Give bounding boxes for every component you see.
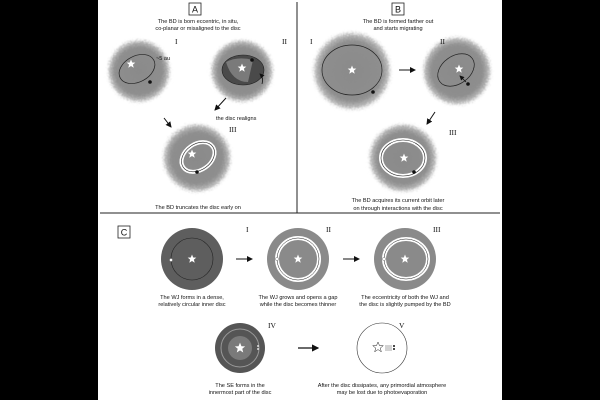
disc-cloud bbox=[106, 38, 172, 104]
disc-cloud bbox=[161, 122, 233, 194]
panel-a-caption-top-1: The BD is born eccentric, in situ, bbox=[158, 19, 239, 25]
panel-c-label-box bbox=[117, 225, 131, 239]
panel-b-stage-3: III bbox=[367, 122, 457, 194]
diagram-svg: A The BD is born eccentric, in situ, co-… bbox=[100, 2, 500, 396]
stage-numeral: II bbox=[282, 37, 287, 46]
c1-caption-a: The WJ forms in a dense, bbox=[160, 295, 224, 301]
panel-a: A The BD is born eccentric, in situ, co-… bbox=[106, 2, 287, 211]
brown-dwarf bbox=[195, 170, 199, 174]
panel-b-caption-top-1: The BD is formed farther out bbox=[363, 19, 434, 25]
panel-b: B The BD is formed farther out and start… bbox=[310, 2, 493, 212]
stage-numeral: I bbox=[310, 37, 313, 46]
brown-dwarf bbox=[412, 170, 416, 174]
panel-a-caption-bottom: The BD truncates the disc early on bbox=[155, 205, 241, 211]
c5-caption-b: may be lost due to photoevaporation bbox=[337, 390, 428, 396]
super-earth bbox=[393, 348, 395, 350]
panel-b-caption-bottom-2: on through interactions with the disc bbox=[353, 206, 442, 212]
brown-dwarf bbox=[148, 80, 152, 84]
stage-numeral: II bbox=[440, 37, 445, 46]
panel-a-label-box bbox=[188, 2, 202, 16]
panel-a-stage-2: II bbox=[209, 37, 287, 104]
panel-c-stage-3: III bbox=[374, 225, 441, 290]
migration-arrow bbox=[459, 75, 467, 83]
dissipated-disc bbox=[356, 322, 408, 374]
realign-label: the disc realigns bbox=[216, 116, 257, 122]
inclined-disc-section bbox=[226, 58, 253, 82]
bd-orbit bbox=[437, 53, 475, 87]
stage-numeral: III bbox=[449, 128, 457, 137]
stage-numeral: V bbox=[399, 321, 405, 330]
brown-dwarf bbox=[250, 58, 254, 62]
warm-jupiter bbox=[382, 257, 386, 261]
panel-c-label: C bbox=[121, 228, 128, 238]
panel-c-stage-2: II bbox=[267, 225, 331, 290]
stage-numeral: I bbox=[246, 225, 249, 234]
c4-caption-a: The SE forms in the bbox=[215, 383, 264, 389]
super-earth bbox=[257, 348, 259, 350]
star-outline-icon bbox=[371, 341, 385, 353]
panel-a-stage-3: III bbox=[161, 122, 237, 194]
super-earth bbox=[393, 345, 395, 347]
figure-panel: A The BD is born eccentric, in situ, co-… bbox=[98, 0, 502, 400]
warm-jupiter bbox=[169, 258, 173, 262]
panel-c-stage-5: V bbox=[356, 321, 408, 374]
panel-a-caption-top-2: co-planar or misaligned to the disc bbox=[155, 26, 240, 32]
super-earth bbox=[257, 345, 259, 347]
brown-dwarf bbox=[371, 90, 375, 94]
panel-c: C I II III The WJ for bbox=[117, 225, 451, 396]
c3-caption-b: the disc is slightly pumped by the BD bbox=[359, 302, 450, 308]
stage-numeral: III bbox=[229, 125, 237, 134]
stage-numeral: IV bbox=[268, 321, 276, 330]
c4-caption-b: innermost part of the disc bbox=[209, 390, 272, 396]
au-label: ~5 au bbox=[156, 56, 170, 62]
panel-c-stage-1: I bbox=[161, 225, 249, 290]
arrow-to-stage-3 bbox=[163, 117, 172, 128]
c3-caption-a: The eccentricity of both the WJ and bbox=[361, 295, 449, 301]
panel-a-label: A bbox=[192, 5, 198, 15]
bd-orbit bbox=[380, 139, 426, 177]
bd-orbit bbox=[118, 54, 156, 84]
panel-b-caption-bottom-1: The BD acquires its current orbit later bbox=[352, 198, 445, 204]
panel-a-stage-1: I ~5 au bbox=[106, 37, 178, 104]
c1-caption-b: relatively circular inner disc bbox=[158, 302, 225, 308]
stage-numeral: III bbox=[433, 225, 441, 234]
bd-orbit bbox=[321, 44, 383, 96]
panel-b-stage-1: I bbox=[310, 30, 393, 112]
stage-numeral: II bbox=[326, 225, 331, 234]
c2-caption-b: while the disc becomes thinner bbox=[259, 302, 337, 308]
panel-c-stage-4: IV bbox=[215, 321, 276, 373]
bd-orbit bbox=[181, 141, 215, 173]
panel-b-caption-top-2: and starts migrating bbox=[373, 26, 422, 32]
c5-caption-a: After the disc dissipates, any primordia… bbox=[318, 383, 446, 389]
stage-numeral: I bbox=[175, 37, 178, 46]
brown-dwarf bbox=[466, 82, 470, 86]
arrow-to-stage-3 bbox=[426, 111, 436, 125]
panel-b-label-box bbox=[391, 2, 405, 16]
c2-caption-a: The WJ grows and opens a gap bbox=[259, 295, 338, 301]
rotation-arrow bbox=[259, 73, 265, 85]
arrow-realign bbox=[214, 97, 227, 111]
panel-b-label: B bbox=[395, 5, 401, 15]
disc-ring bbox=[220, 328, 260, 368]
panel-b-stage-2: II bbox=[421, 35, 493, 107]
warm-jupiter bbox=[275, 257, 279, 261]
